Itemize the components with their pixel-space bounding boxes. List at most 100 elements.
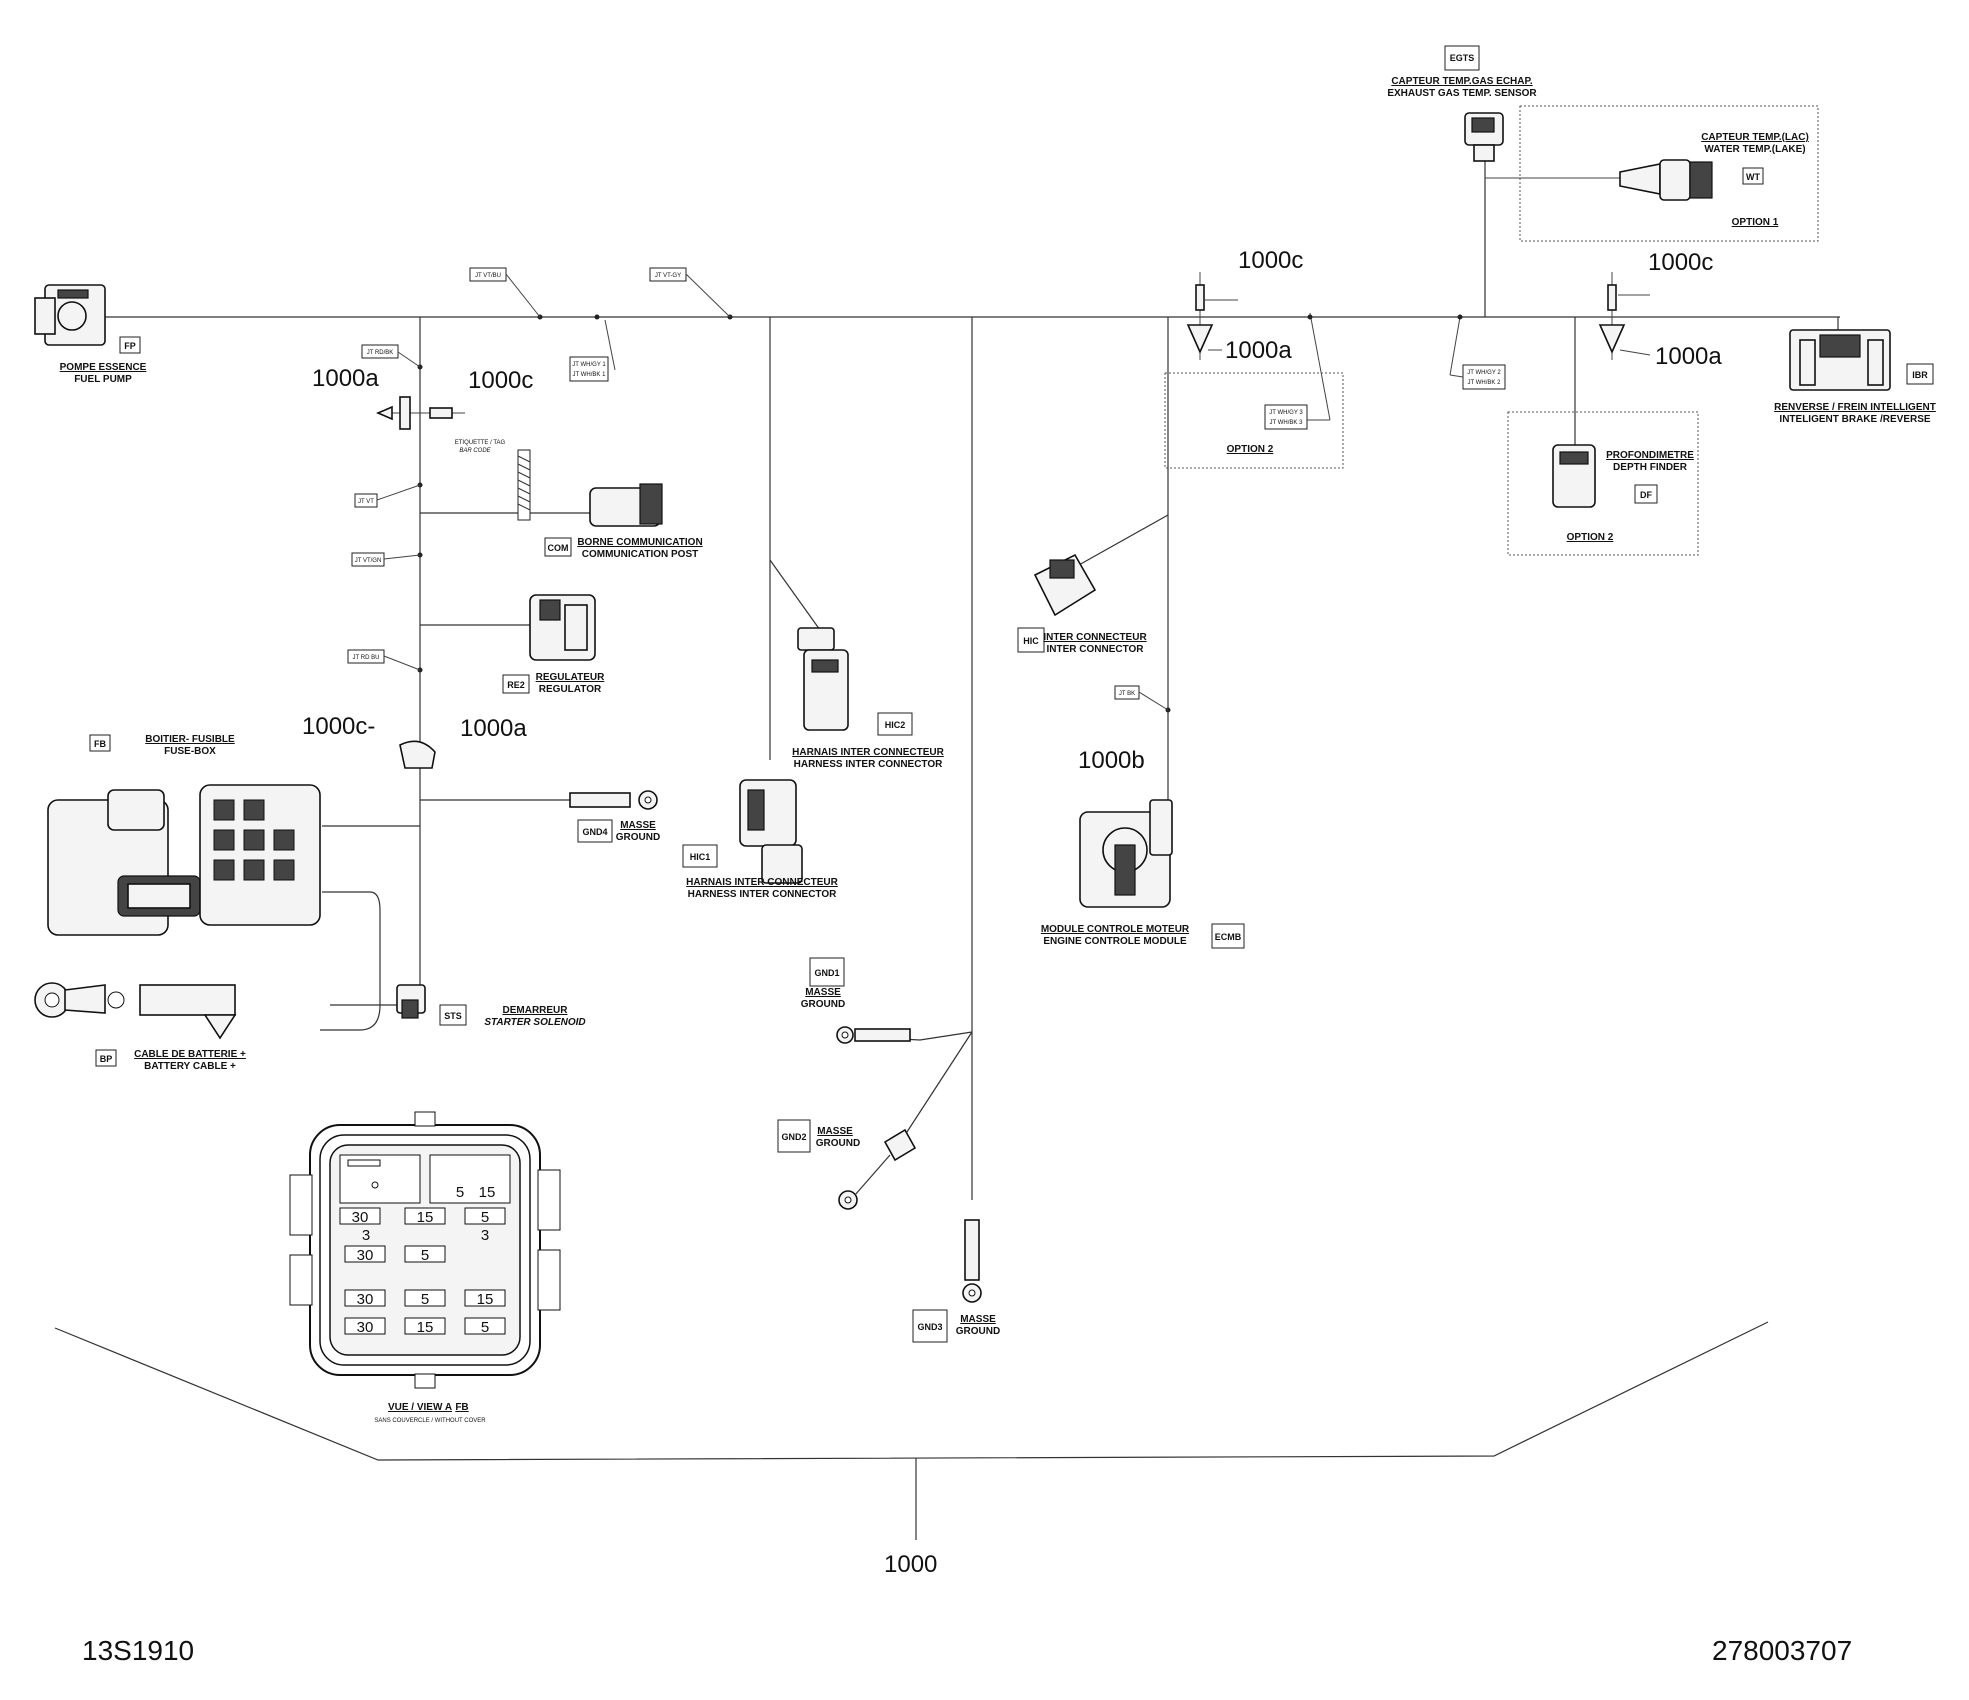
fuse-box-icon	[47, 784, 321, 936]
ring-terminal-icon	[838, 1128, 917, 1210]
ref-1000b: 1000b	[1078, 747, 1145, 774]
hic1-connector-icon	[739, 779, 803, 884]
svg-text:FB: FB	[455, 1402, 468, 1413]
svg-text:FB: FB	[94, 739, 106, 749]
svg-text:SANS COUVERCLE / WITHOUT COVER: SANS COUVERCLE / WITHOUT COVER	[374, 1418, 486, 1424]
harness-ref-label: 1000	[884, 1551, 937, 1578]
svg-text:30: 30	[357, 1247, 374, 1264]
ref-1000a-left: 1000a	[312, 365, 379, 392]
battery-cable: BP CABLE DE BATTERIE + BATTERY CABLE +	[34, 982, 246, 1072]
svg-text:30: 30	[357, 1319, 374, 1336]
svg-text:15: 15	[477, 1291, 494, 1308]
svg-text:JT WH/GY 3: JT WH/GY 3	[1269, 410, 1303, 416]
svg-text:30: 30	[357, 1291, 374, 1308]
svg-text:HARNESS INTER CONNECTOR: HARNESS INTER CONNECTOR	[688, 889, 837, 900]
svg-text:CAPTEUR TEMP.GAS ECHAP.: CAPTEUR TEMP.GAS ECHAP.	[1391, 76, 1533, 87]
svg-text:JT RD/BK: JT RD/BK	[367, 350, 394, 356]
svg-text:JT WH/BK 1: JT WH/BK 1	[573, 372, 607, 378]
ref-1000c-left: 1000c	[468, 367, 533, 394]
svg-text:OPTION 2: OPTION 2	[1227, 444, 1274, 455]
drawing-code-right: 278003707	[1712, 1635, 1852, 1666]
ring-terminal-icon	[836, 1026, 911, 1044]
svg-text:GND1: GND1	[814, 968, 839, 978]
svg-text:EXHAUST GAS TEMP. SENSOR: EXHAUST GAS TEMP. SENSOR	[1387, 88, 1537, 99]
svg-text:JT VT/BU: JT VT/BU	[475, 273, 501, 279]
svg-text:5: 5	[481, 1209, 489, 1226]
inter-connector-hic: HIC INTER CONNECTEUR INTER CONNECTOR	[1017, 553, 1147, 655]
ref-1000a-left-lower: 1000a	[460, 715, 527, 742]
svg-text:MASSE: MASSE	[960, 1314, 996, 1325]
svg-text:GROUND: GROUND	[816, 1138, 860, 1149]
harness-wires	[100, 160, 1840, 1200]
ecm-module-icon	[1079, 799, 1173, 908]
probe-sensor-right	[1598, 272, 1651, 360]
svg-text:FUEL PUMP: FUEL PUMP	[74, 374, 132, 385]
probe-sensor-mid	[1186, 272, 1238, 360]
ref-1000c-dash: 1000c-	[302, 713, 375, 740]
ground-gnd2: GND2 MASSE GROUND	[777, 1119, 917, 1210]
harness-callout-bracket: 1000	[54, 1321, 1769, 1578]
svg-text:ECMB: ECMB	[1215, 932, 1242, 942]
inline-connector-left	[375, 396, 465, 430]
ref-1000a-mid: 1000a	[1225, 337, 1292, 364]
svg-text:JT VT/GN: JT VT/GN	[355, 558, 382, 564]
svg-text:MODULE CONTROLE MOTEUR: MODULE CONTROLE MOTEUR	[1041, 924, 1190, 935]
fuse-box-view-a: 5 15 30 15 5 3 30 5 3 30 5 15 30	[289, 1111, 561, 1424]
svg-text:JT WH/BK 3: JT WH/BK 3	[1270, 420, 1304, 426]
option-boxes: OPTION 1 OPTION 2 OPTION 2	[1164, 105, 1819, 556]
svg-text:REGULATEUR: REGULATEUR	[536, 672, 605, 683]
svg-text:COM: COM	[548, 543, 569, 553]
water-temp-sensor-icon	[1619, 159, 1713, 201]
svg-text:FP: FP	[124, 341, 136, 351]
svg-text:BORNE COMMUNICATION: BORNE COMMUNICATION	[577, 537, 702, 548]
svg-text:STS: STS	[444, 1011, 462, 1021]
communication-post: COM BORNE COMMUNICATION COMMUNICATION PO…	[544, 483, 703, 560]
svg-text:RE2: RE2	[507, 680, 525, 690]
communication-post-icon	[589, 483, 663, 527]
svg-text:RENVERSE / FREIN INTELLIGENT: RENVERSE / FREIN INTELLIGENT	[1774, 402, 1936, 413]
exhaust-gas-temp-sensor: EGTS CAPTEUR TEMP.GAS ECHAP. EXHAUST GAS…	[1387, 45, 1537, 162]
svg-text:BAR CODE: BAR CODE	[459, 448, 491, 454]
svg-text:GROUND: GROUND	[616, 832, 660, 843]
svg-text:5: 5	[421, 1247, 429, 1264]
svg-text:HIC1: HIC1	[690, 852, 711, 862]
svg-text:GND2: GND2	[781, 1132, 806, 1142]
svg-text:INTELIGENT BRAKE /REVERSE: INTELIGENT BRAKE /REVERSE	[1779, 414, 1930, 425]
svg-text:CABLE DE BATTERIE +: CABLE DE BATTERIE +	[134, 1049, 246, 1060]
regulator-icon	[529, 594, 596, 661]
fuel-pump-icon	[34, 284, 106, 346]
svg-text:INTER CONNECTOR: INTER CONNECTOR	[1046, 644, 1144, 655]
svg-text:30: 30	[352, 1209, 369, 1226]
svg-text:15: 15	[417, 1209, 434, 1226]
starter-solenoid: STS DEMARREUR STARTER SOLENOID	[396, 984, 586, 1028]
svg-text:WATER TEMP.(LAKE): WATER TEMP.(LAKE)	[1704, 144, 1805, 155]
svg-text:GND3: GND3	[917, 1322, 942, 1332]
ref-1000a-right: 1000a	[1655, 343, 1722, 370]
svg-text:GROUND: GROUND	[801, 999, 845, 1010]
svg-text:VUE / VIEW A: VUE / VIEW A	[388, 1402, 452, 1413]
svg-text:JT WH/BK 2: JT WH/BK 2	[1468, 380, 1502, 386]
regulator: RE2 REGULATEUR REGULATOR	[502, 594, 605, 695]
svg-text:HARNAIS INTER CONNECTEUR: HARNAIS INTER CONNECTEUR	[792, 747, 944, 758]
svg-text:3: 3	[362, 1227, 370, 1244]
connector-mid-left	[399, 740, 436, 769]
svg-text:BOITIER- FUSIBLE: BOITIER- FUSIBLE	[145, 734, 235, 745]
engine-control-module: 1000b MODULE CONTROLE MOTEUR ENGINE CONT…	[1041, 747, 1245, 949]
svg-text:ENGINE CONTROLE MODULE: ENGINE CONTROLE MODULE	[1043, 936, 1187, 947]
svg-text:GND4: GND4	[582, 827, 607, 837]
svg-text:REGULATOR: REGULATOR	[539, 684, 602, 695]
svg-text:OPTION 2: OPTION 2	[1567, 532, 1614, 543]
svg-text:5: 5	[421, 1291, 429, 1308]
svg-text:HARNESS INTER CONNECTOR: HARNESS INTER CONNECTOR	[794, 759, 943, 770]
ref-1000c-mid: 1000c	[1238, 247, 1303, 274]
svg-text:DEPTH FINDER: DEPTH FINDER	[1613, 462, 1688, 473]
svg-text:STARTER SOLENOID: STARTER SOLENOID	[484, 1017, 585, 1028]
svg-text:DF: DF	[1640, 490, 1652, 500]
svg-text:POMPE ESSENCE: POMPE ESSENCE	[60, 362, 147, 373]
intelligent-brake-reverse: IBR RENVERSE / FREIN INTELLIGENT INTELIG…	[1774, 329, 1936, 425]
svg-text:MASSE: MASSE	[817, 1126, 853, 1137]
svg-text:EGTS: EGTS	[1450, 53, 1475, 63]
svg-text:GROUND: GROUND	[956, 1326, 1000, 1337]
hic2-connector-icon	[797, 627, 849, 731]
